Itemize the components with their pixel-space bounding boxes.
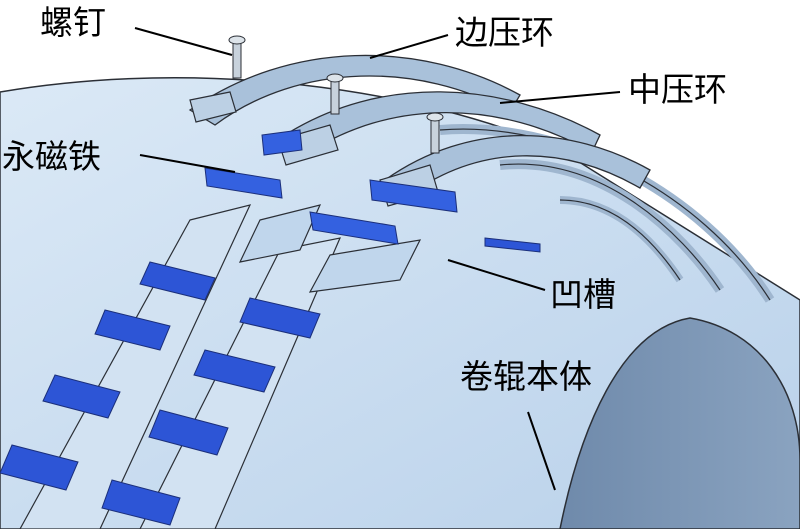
middle-ring (277, 91, 601, 166)
top-magnets (204, 129, 541, 253)
label-middle-ring: 中压环 (628, 70, 727, 109)
strip-magnets (0, 261, 321, 526)
label-magnet: 永磁铁 (2, 137, 101, 176)
screws (228, 35, 444, 154)
label-groove: 凹槽 (550, 275, 616, 314)
label-edge-ring: 边压环 (455, 13, 554, 52)
roller-end-face (559, 317, 800, 529)
leader-lines (134, 27, 621, 491)
label-screw: 螺钉 (40, 3, 106, 42)
label-roller-body: 卷辊本体 (460, 357, 592, 396)
